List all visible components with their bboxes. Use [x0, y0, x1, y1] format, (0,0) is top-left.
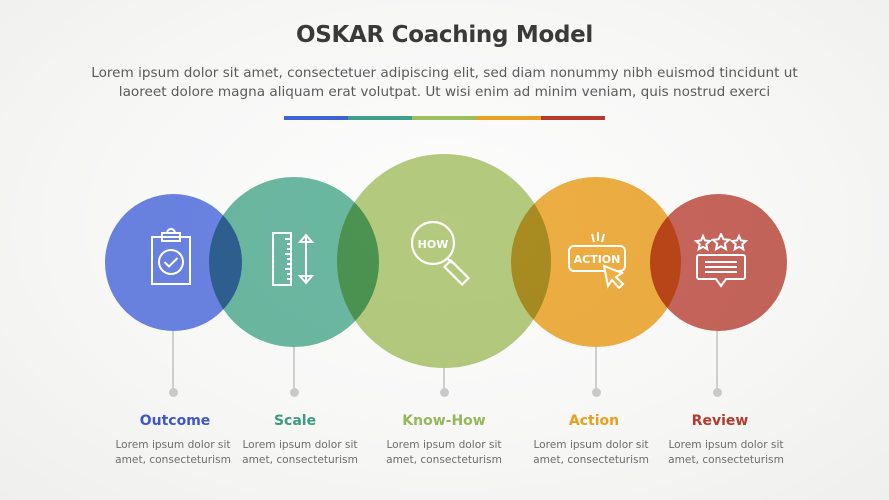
connector-dot-review: [713, 388, 722, 397]
connector-line-action: [595, 347, 597, 391]
step-label-outcome: Outcome: [139, 413, 211, 429]
desc-line-1: Lorem ipsum dolor sit: [242, 439, 358, 451]
subtitle-line-2: laoreet dolore magna aliquam erat volutp…: [118, 84, 771, 100]
color-divider-bar: [284, 116, 606, 120]
page-subtitle: Lorem ipsum dolor sit amet, consectetuer…: [40, 64, 849, 102]
connector-line-know-how: [443, 368, 445, 391]
colorbar-segment-1: [284, 116, 349, 120]
step-desc-scale: Lorem ipsum dolor sit amet, consecteturi…: [225, 438, 375, 467]
magnifier-how-icon: HOW: [410, 220, 471, 287]
connector-dot-outcome: [169, 388, 178, 397]
action-icon-text: ACTION: [574, 253, 621, 266]
step-label-action: Action: [568, 413, 620, 429]
desc-line-1: Lorem ipsum dolor sit: [668, 439, 784, 451]
ruler-arrows-icon: [272, 232, 315, 286]
subtitle-line-1: Lorem ipsum dolor sit amet, consectetuer…: [91, 65, 798, 81]
connector-dot-scale: [290, 388, 299, 397]
colorbar-segment-3: [412, 116, 477, 120]
colorbar-segment-4: [476, 116, 541, 120]
stars-review-bubble-icon: [694, 233, 748, 288]
connector-dot-action: [592, 388, 601, 397]
connector-line-scale: [293, 347, 295, 391]
connector-line-review: [716, 331, 718, 391]
step-desc-review: Lorem ipsum dolor sit amet, consecteturi…: [651, 438, 801, 467]
desc-line-2: amet, consecteturism: [668, 453, 784, 466]
step-label-scale: Scale: [273, 413, 317, 429]
desc-line-2: amet, consecteturism: [386, 453, 502, 466]
step-label-know-how: Know-How: [402, 413, 486, 429]
clipboard-check-icon: [151, 228, 191, 285]
how-icon-text: HOW: [418, 238, 449, 251]
desc-line-1: Lorem ipsum dolor sit: [386, 439, 502, 451]
desc-line-2: amet, consecteturism: [242, 453, 358, 466]
action-button-cursor-icon: ACTION: [568, 232, 626, 290]
step-label-review: Review: [691, 413, 749, 429]
colorbar-segment-2: [348, 116, 413, 120]
desc-line-2: amet, consecteturism: [533, 453, 649, 466]
step-desc-outcome: Lorem ipsum dolor sit amet, consecteturi…: [98, 438, 248, 467]
desc-line-1: Lorem ipsum dolor sit: [115, 439, 231, 451]
connector-line-outcome: [172, 331, 174, 391]
desc-line-1: Lorem ipsum dolor sit: [533, 439, 649, 451]
step-desc-know-how: Lorem ipsum dolor sit amet, consecteturi…: [369, 438, 519, 467]
connector-dot-know-how: [440, 388, 449, 397]
colorbar-segment-5: [540, 116, 606, 120]
page-title: OSKAR Coaching Model: [295, 22, 594, 48]
desc-line-2: amet, consecteturism: [115, 453, 231, 466]
step-desc-action: Lorem ipsum dolor sit amet, consecteturi…: [516, 438, 666, 467]
